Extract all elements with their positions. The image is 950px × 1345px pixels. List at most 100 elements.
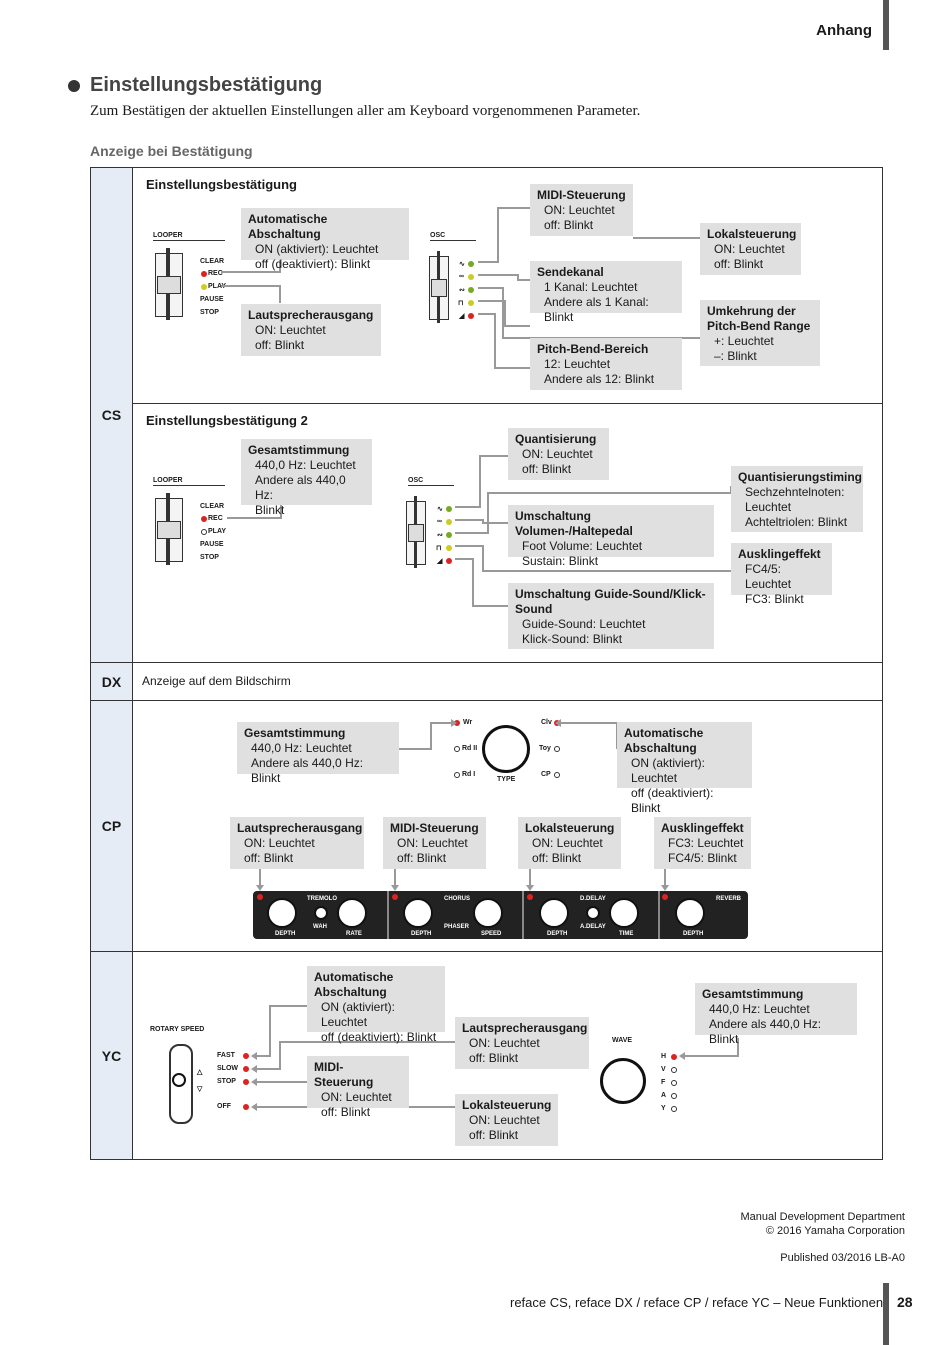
yc-tuning-box: Gesamtstimmung 440,0 Hz: Leuchtet Andere… bbox=[695, 983, 857, 1046]
yc-lokal-box: Lokalsteuerung ON: Leuchtet off: Blinkt bbox=[455, 1094, 558, 1146]
delay-depth-knob bbox=[539, 898, 569, 928]
osc-led bbox=[468, 261, 474, 267]
panel-label: CHORUS bbox=[444, 896, 471, 902]
looper-item: STOP bbox=[200, 554, 219, 561]
header-side-bar bbox=[883, 0, 889, 50]
panel-label: RATE bbox=[346, 931, 362, 937]
wave-symbol-icon: ∞ bbox=[459, 273, 464, 280]
wave-knob bbox=[600, 1058, 646, 1104]
cp-decay-box: Ausklingeffekt FC3: Leuchtet FC4/5: Blin… bbox=[654, 817, 751, 869]
chorus-speed-knob bbox=[473, 898, 503, 928]
rotary-led bbox=[243, 1104, 249, 1110]
wave-symbol-icon: ∾ bbox=[459, 287, 465, 294]
delay-time-knob bbox=[609, 898, 639, 928]
panel-divider bbox=[522, 891, 524, 939]
title-bullet bbox=[68, 80, 80, 92]
looper-slider bbox=[155, 248, 183, 320]
looper-item: CLEAR bbox=[200, 503, 225, 510]
looper-underline bbox=[153, 240, 225, 241]
dx-label: DX bbox=[90, 662, 133, 701]
page-number: 28 bbox=[897, 1294, 913, 1310]
effect-led bbox=[392, 894, 398, 900]
wave-led bbox=[671, 1054, 677, 1060]
cs-lokal-box: Lokalsteuerung ON: Leuchtet off: Blinkt bbox=[700, 223, 801, 275]
rotary-item: SLOW bbox=[217, 1065, 238, 1072]
wave-led bbox=[671, 1093, 677, 1099]
reverb-depth-knob bbox=[675, 898, 705, 928]
cp-lokal-box: Lokalsteuerung ON: Leuchtet off: Blinkt bbox=[518, 817, 621, 869]
osc-underline bbox=[408, 485, 454, 486]
looper-title: LOOPER bbox=[153, 232, 183, 239]
panel-label: SPEED bbox=[481, 931, 502, 937]
effect-led bbox=[662, 894, 668, 900]
osc-title: OSC bbox=[430, 232, 446, 239]
looper-underline bbox=[153, 485, 225, 486]
subtitle: Anzeige bei Bestätigung bbox=[90, 143, 253, 159]
panel-label: D.DELAY bbox=[580, 896, 606, 902]
section-header: Anhang bbox=[816, 22, 872, 39]
cs-block2-heading: Einstellungsbestätigung 2 bbox=[146, 413, 308, 428]
wave-symbol-icon: ⊓ bbox=[436, 545, 442, 552]
footer-published: Published 03/2016 LB-A0 bbox=[780, 1252, 905, 1264]
type-led-rdii bbox=[454, 746, 460, 752]
rotary-up-icon: △ bbox=[197, 1069, 203, 1076]
type-label-cp: CP bbox=[541, 771, 551, 778]
type-label-rdii: Rd II bbox=[462, 745, 478, 752]
panel-label: DEPTH bbox=[411, 931, 432, 937]
wave-item: V bbox=[661, 1066, 666, 1073]
wave-item: A bbox=[661, 1092, 667, 1099]
chorus-depth-knob bbox=[403, 898, 433, 928]
type-led-clv bbox=[554, 720, 560, 726]
osc-title: OSC bbox=[408, 477, 424, 484]
type-label-rdi: Rd I bbox=[462, 771, 476, 778]
panel-label: A.DELAY bbox=[580, 924, 606, 930]
looper-led bbox=[201, 271, 207, 277]
cp-speaker-box: Lautsprecherausgang ON: Leuchtet off: Bl… bbox=[230, 817, 364, 869]
panel-label: PHASER bbox=[444, 924, 470, 930]
osc-led bbox=[468, 313, 474, 319]
panel-label: DEPTH bbox=[683, 931, 704, 937]
wave-title: WAVE bbox=[612, 1037, 633, 1044]
looper-title: LOOPER bbox=[153, 477, 183, 484]
page-title: Einstellungsbestätigung bbox=[90, 74, 323, 96]
footer-copyright: © 2016 Yamaha Corporation bbox=[765, 1225, 905, 1237]
wave-led bbox=[671, 1067, 677, 1073]
wave-symbol-icon: ◢ bbox=[459, 313, 465, 320]
looper-item: REC bbox=[208, 270, 223, 277]
wave-symbol-icon: ⊓ bbox=[458, 300, 464, 307]
cs-sendekanal-box: Sendekanal 1 Kanal: Leuchtet Andere als … bbox=[530, 261, 682, 324]
yc-speaker-box: Lautsprecherausgang ON: Leuchtet off: Bl… bbox=[455, 1017, 589, 1069]
osc-led bbox=[446, 519, 452, 525]
type-led-cp bbox=[554, 772, 560, 778]
yc-label: YC bbox=[90, 951, 133, 1160]
osc-slider bbox=[406, 496, 426, 568]
rotary-led bbox=[243, 1066, 249, 1072]
looper-led bbox=[201, 516, 207, 522]
osc-led bbox=[446, 506, 452, 512]
rotary-title: ROTARY SPEED bbox=[150, 1026, 205, 1033]
yc-midi-box: MIDI-Steuerung ON: Leuchtet off: Blinkt bbox=[307, 1056, 409, 1119]
cs2-quant-box: Quantisierung ON: Leuchtet off: Blinkt bbox=[508, 428, 609, 480]
looper-item: CLEAR bbox=[200, 258, 225, 265]
cs-block1-heading: Einstellungsbestätigung bbox=[146, 177, 297, 192]
wave-led bbox=[671, 1080, 677, 1086]
wave-symbol-icon: ◢ bbox=[437, 558, 443, 565]
panel-divider bbox=[658, 891, 660, 939]
delay-switch-knob bbox=[586, 906, 600, 920]
osc-led bbox=[468, 300, 474, 306]
cs-auto-off-box: Automatische Abschaltung ON (aktiviert):… bbox=[241, 208, 409, 271]
cs2-qtiming-box: Quantisierungstiming Sechzehntelnoten: L… bbox=[731, 466, 863, 532]
type-led-rdi bbox=[454, 772, 460, 778]
cp-cell: Wr Rd II Rd I Clv Toy CP TYPE bbox=[132, 700, 883, 952]
looper-item: PAUSE bbox=[200, 296, 224, 303]
type-label: TYPE bbox=[497, 776, 516, 783]
looper-led bbox=[201, 284, 207, 290]
osc-underline bbox=[430, 240, 476, 241]
cs-midi-box: MIDI-Steuerung ON: Leuchtet off: Blinkt bbox=[530, 184, 633, 236]
looper-led bbox=[201, 529, 207, 535]
rotary-led bbox=[243, 1053, 249, 1059]
footer-product-line: reface CS, reface DX / reface CP / refac… bbox=[510, 1295, 884, 1310]
tremolo-rate-knob bbox=[337, 898, 367, 928]
cs-block-divider bbox=[133, 403, 882, 404]
rotary-knob bbox=[172, 1073, 186, 1087]
